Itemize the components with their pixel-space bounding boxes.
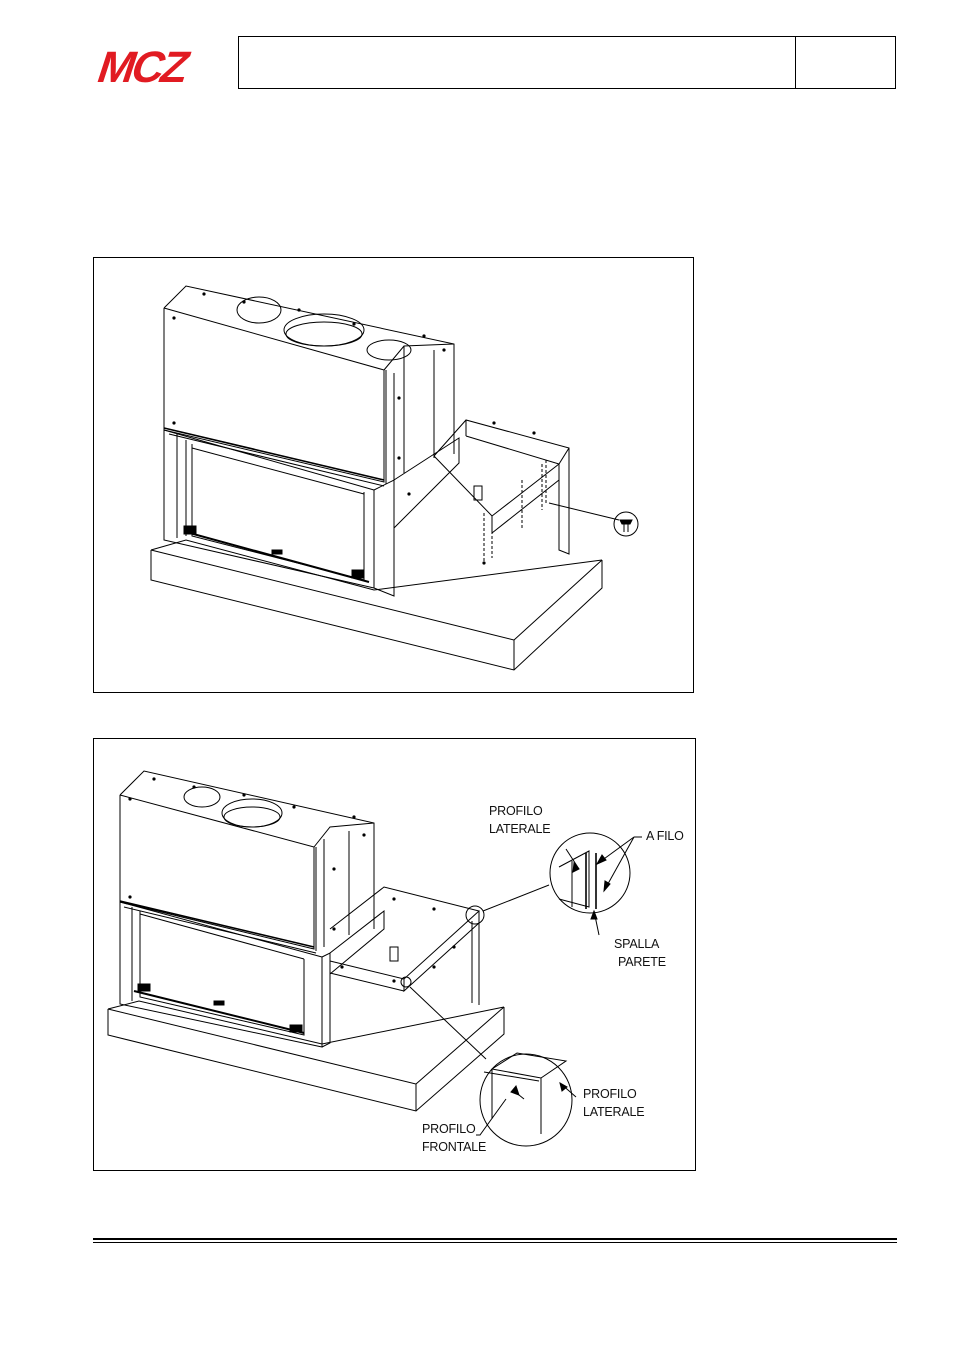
label-a-filo: A FILO [646, 829, 684, 843]
figure-top-drawing [150, 285, 639, 671]
label-spalla-parete: SPALLA PARETE [614, 937, 666, 969]
screw-icon [613, 511, 639, 537]
mcz-logo: MCZ [93, 44, 196, 86]
logo-text: MCZ [93, 44, 196, 86]
figure-top-panel [93, 257, 694, 693]
figure-bottom-panel: PROFILO LATERALE A FILO SPALLA PARETE PR… [93, 738, 696, 1171]
footer-rule-thin [93, 1242, 897, 1243]
label-profilo-laterale-top: PROFILO LATERALE [489, 804, 551, 836]
header-box [238, 36, 896, 89]
figure-bottom-drawing [107, 770, 642, 1147]
header-title-cell [239, 37, 796, 88]
label-profilo-frontale: PROFILO FRONTALE [422, 1122, 487, 1154]
footer-rule-thick [93, 1238, 897, 1240]
label-profilo-laterale-bottom: PROFILO LATERALE [583, 1087, 645, 1119]
header-page-cell [795, 37, 895, 88]
